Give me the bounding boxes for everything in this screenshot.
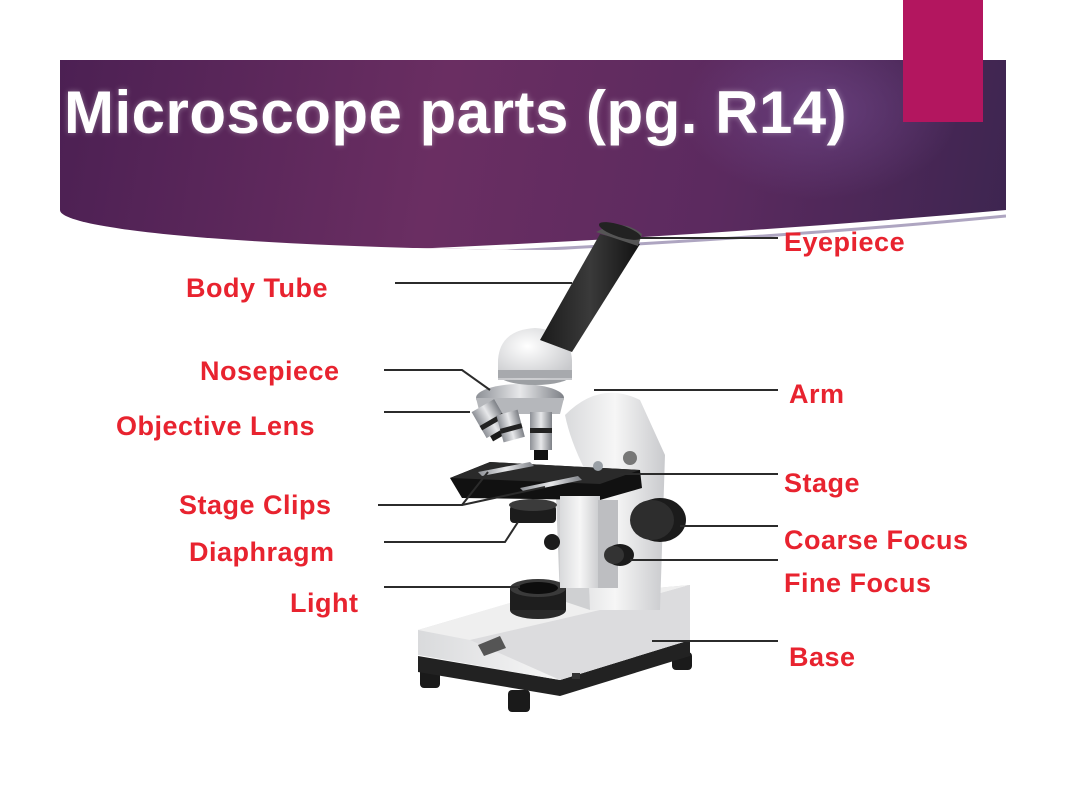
label-light: Light bbox=[290, 588, 359, 618]
label-fine-focus: Fine Focus bbox=[784, 568, 932, 598]
label-nosepiece: Nosepiece bbox=[200, 356, 340, 386]
label-coarse-focus: Coarse Focus bbox=[784, 525, 969, 555]
light-source bbox=[510, 579, 566, 619]
label-stage-clips: Stage Clips bbox=[179, 490, 332, 520]
label-eyepiece: Eyepiece bbox=[784, 227, 906, 257]
stage bbox=[450, 451, 642, 500]
label-stage: Stage bbox=[784, 468, 861, 498]
label-diaphragm: Diaphragm bbox=[189, 537, 335, 567]
label-objective-lens: Objective Lens bbox=[116, 411, 316, 441]
leader-nosepiece bbox=[384, 369, 491, 391]
slide-title: Microscope parts (pg. R14) bbox=[64, 79, 848, 146]
leader-stage-clips-b bbox=[461, 486, 546, 506]
eyepiece bbox=[596, 222, 642, 246]
label-arm: Arm bbox=[789, 379, 845, 409]
objective-lenses bbox=[471, 399, 552, 460]
accent-tab bbox=[903, 0, 983, 122]
leader-lines bbox=[378, 237, 778, 642]
diaphragm bbox=[509, 499, 557, 523]
leader-diaphragm bbox=[384, 521, 519, 543]
body-tube bbox=[540, 234, 640, 352]
label-body-tube: Body Tube bbox=[186, 273, 328, 303]
focus-knobs bbox=[544, 496, 686, 588]
label-base: Base bbox=[789, 642, 856, 672]
